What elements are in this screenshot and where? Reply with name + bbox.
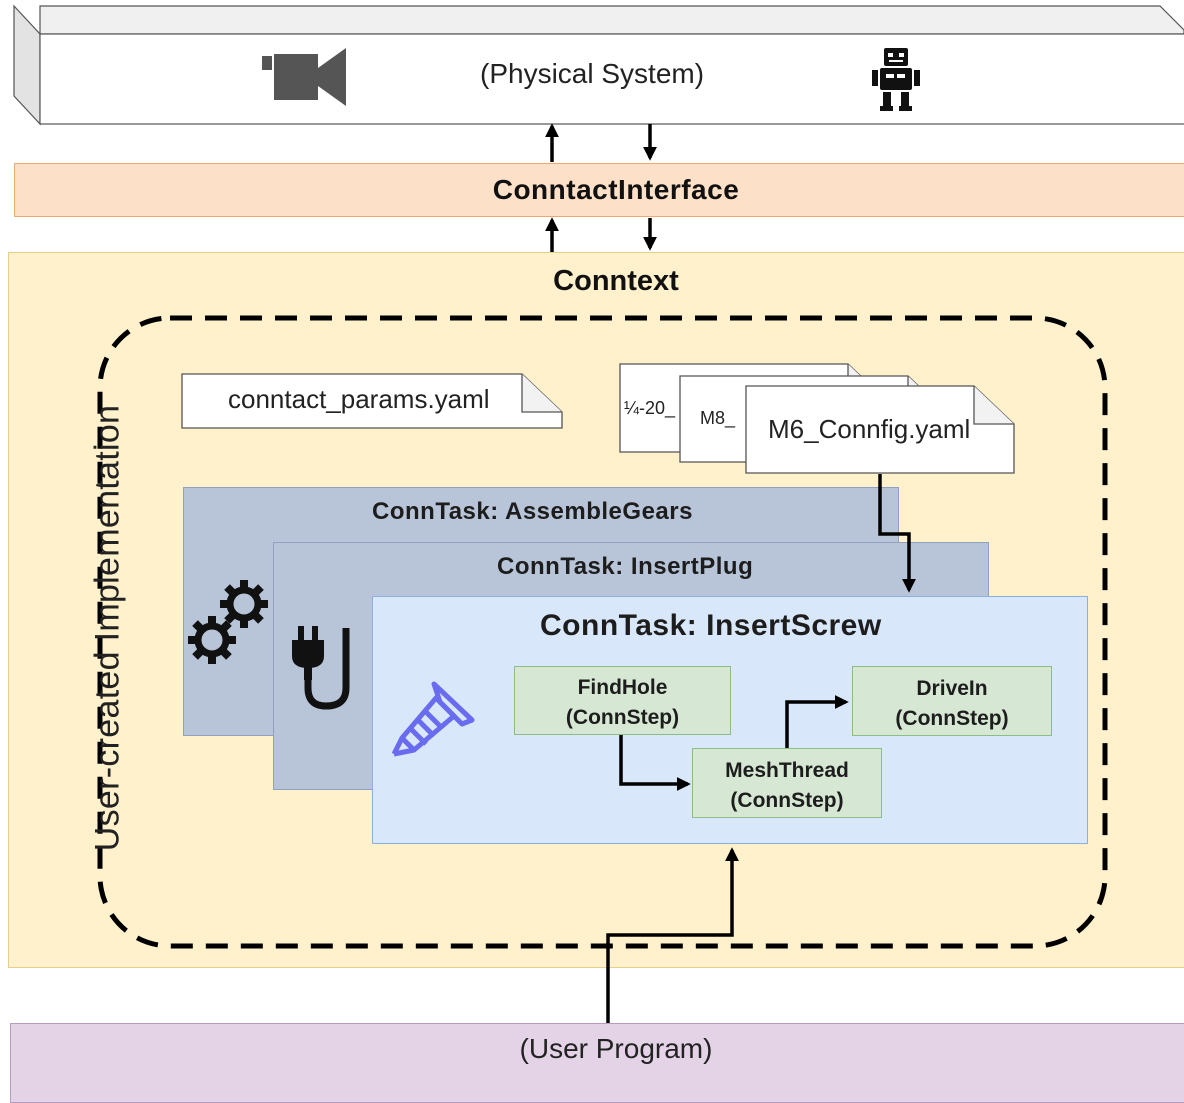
step-mesh-thread: MeshThread (ConnStep) — [692, 748, 882, 818]
step-mesh-thread-name: MeshThread — [725, 758, 849, 782]
step-drive-in-type: (ConnStep) — [895, 706, 1009, 730]
params-file-shape — [181, 373, 563, 429]
arrow-config-to-task — [878, 474, 916, 593]
conntact-interface-band — [14, 163, 1184, 217]
conntext-label: Conntext — [553, 265, 679, 297]
step-find-hole-name: FindHole — [577, 676, 668, 699]
arrow-mesh-to-drive — [785, 695, 849, 748]
task-insert-screw-title: ConnTask: InsertScrew — [540, 609, 882, 642]
step-drive-in-name: DriveIn — [916, 676, 988, 700]
config-files-shape — [619, 363, 1015, 474]
screw-icon — [391, 681, 475, 757]
step-find-hole: FindHole (ConnStep) — [514, 666, 731, 735]
step-mesh-thread-type: (ConnStep) — [730, 788, 844, 812]
config-file-mid-label: M8_ — [700, 408, 736, 428]
params-file-label: conntact_params.yaml — [228, 384, 490, 414]
gears-icon — [188, 580, 268, 664]
arrow-user-program-to-task — [606, 847, 739, 1023]
user-program-label: (User Program) — [519, 1033, 713, 1064]
task-insert-plug-title: ConnTask: InsertPlug — [497, 553, 754, 580]
arrow-find-to-mesh — [619, 735, 691, 791]
plug-icon — [292, 626, 350, 710]
video-camera-icon — [262, 48, 346, 106]
task-assemble-gears-title: ConnTask: AssembleGears — [372, 498, 693, 525]
config-file-front-label: M6_Connfig.yaml — [768, 414, 971, 444]
config-file-back-label: ¼-20_ — [624, 398, 676, 418]
step-drive-in: DriveIn (ConnStep) — [852, 666, 1052, 736]
robot-icon — [872, 48, 920, 111]
step-find-hole-type: (ConnStep) — [565, 706, 680, 729]
physical-system-label: (Physical System) — [480, 58, 705, 89]
physical-system-block — [13, 4, 1184, 126]
conntact-interface-label: ConntactInterface — [492, 174, 740, 205]
